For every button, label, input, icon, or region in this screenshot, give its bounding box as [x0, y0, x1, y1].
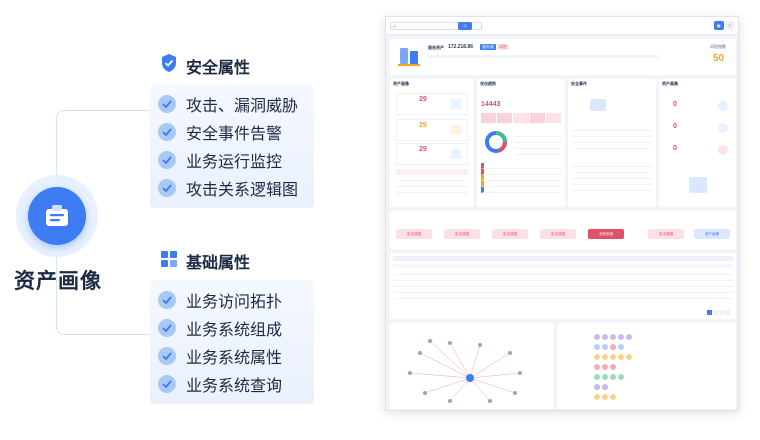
table-rows [393, 269, 733, 299]
toolbar-button[interactable]: ≡ [725, 21, 734, 30]
asset-ip: 172.218.86 [448, 44, 474, 50]
connector-top [56, 110, 150, 176]
event-list [572, 161, 652, 191]
count-value: 29 [419, 96, 427, 103]
flow-node[interactable]: 资产画像 [694, 229, 730, 239]
panel-asset-overview: 资产画像 29 29 29 [390, 79, 474, 207]
asset-meta-row [428, 55, 658, 58]
table-row[interactable] [393, 281, 733, 287]
check-icon [158, 179, 176, 197]
check-icon [158, 319, 176, 337]
list-item: 业务运行监控 [158, 146, 314, 174]
asset-header: 服务资产 172.218.86 服务器 风险 风险指数 50 [390, 39, 736, 75]
server-icon [398, 48, 420, 66]
table-row[interactable] [393, 293, 733, 299]
group-title-label: 基础属性 [186, 255, 251, 272]
hub-title: 资产画像 [14, 270, 102, 293]
panel-attack-trend: 攻击趋势 14443 [477, 79, 565, 207]
flow-node[interactable]: 攻击链路 [396, 229, 432, 239]
score-label: 风险指数 [710, 44, 726, 49]
list-item: 安全事件告警 [158, 118, 314, 146]
grid-icon [160, 250, 178, 273]
count-value: 29 [419, 122, 427, 129]
table-row[interactable] [393, 287, 733, 293]
asset-tag: 服务器 [480, 44, 496, 50]
table-row[interactable] [393, 269, 733, 275]
topology-panel [390, 323, 554, 409]
dashboard-screenshot: IP Q ▣ ≡ 服务资产 172.218.86 服务器 风险 风险指数 50 … [385, 16, 739, 411]
monitor-icon [689, 177, 707, 193]
panel-security-events: 安全事件 [568, 79, 656, 207]
system-composition-panel [557, 323, 736, 409]
check-icon [158, 347, 176, 365]
device-icon [590, 99, 606, 111]
topology-graph [408, 339, 522, 403]
flow-node[interactable]: 攻击链路 [492, 229, 528, 239]
connector-bottom [56, 257, 150, 335]
attack-count: 14443 [481, 101, 501, 108]
count-value: 0 [673, 101, 677, 108]
list-item-label: 安全事件告警 [186, 126, 283, 143]
donut-chart [485, 131, 508, 153]
pagination[interactable] [707, 310, 730, 315]
panel-title: 攻击趋势 [480, 81, 496, 86]
list-item: 业务系统组成 [158, 314, 314, 342]
risk-score: 50 [712, 53, 724, 64]
check-icon [158, 375, 176, 393]
toolbar-button[interactable]: ▣ [713, 21, 724, 30]
list-item-label: 攻击关系逻辑图 [186, 182, 299, 199]
list-item: 业务访问拓扑 [158, 286, 314, 314]
list-item: 攻击关系逻辑图 [158, 174, 314, 202]
legend-list [515, 131, 561, 155]
flow-node[interactable]: 攻击链路 [540, 229, 576, 239]
attack-type-bars [481, 113, 562, 123]
event-list [396, 169, 468, 193]
asset-profile-hub [16, 175, 98, 257]
basic-attribute-list: 业务访问拓扑 业务系统组成 业务系统属性 业务系统查询 [150, 280, 314, 404]
count-value: 0 [673, 145, 677, 152]
asset-label: 服务资产 [428, 45, 444, 50]
list-item-label: 攻击、漏洞威胁 [186, 98, 299, 115]
flow-node[interactable]: 攻击链路 [648, 229, 684, 239]
top-ip-list [481, 163, 561, 193]
list-item: 攻击、漏洞威胁 [158, 90, 314, 118]
flow-node[interactable]: 攻击链路 [444, 229, 480, 239]
panel-title: 资产画像 [393, 81, 409, 86]
list-item-label: 业务系统查询 [186, 378, 283, 395]
asset-tag: 风险 [497, 44, 509, 50]
list-item-label: 业务系统组成 [186, 322, 283, 339]
panel-asset-status: 资产画像 0 0 0 [659, 79, 736, 207]
group-title-basic: 基础属性 [160, 249, 250, 273]
group-title-security: 安全属性 [160, 53, 250, 78]
search-input[interactable]: IP [390, 22, 482, 30]
dashboard-topbar: IP Q ▣ ≡ [386, 17, 738, 35]
panel-title: 资产画像 [662, 81, 678, 86]
check-icon [158, 151, 176, 169]
count-value: 0 [673, 123, 677, 130]
list-item-label: 业务系统属性 [186, 350, 283, 367]
panel-title: 安全事件 [571, 81, 587, 86]
list-item: 业务系统属性 [158, 342, 314, 370]
security-attribute-list: 攻击、漏洞威胁 安全事件告警 业务运行监控 攻击关系逻辑图 [150, 84, 314, 208]
search-button[interactable]: Q [458, 22, 472, 30]
list-item-label: 业务运行监控 [186, 154, 283, 171]
check-icon [158, 95, 176, 113]
check-icon [158, 123, 176, 141]
shield-icon [160, 53, 178, 78]
dot-matrix-chart [594, 334, 632, 400]
flow-node-highlight[interactable]: 业务系统 [588, 229, 624, 239]
asset-table [390, 253, 736, 319]
list-item-label: 业务访问拓扑 [186, 294, 283, 311]
check-icon [158, 291, 176, 309]
asset-card-icon [28, 187, 86, 245]
group-title-label: 安全属性 [186, 59, 251, 77]
event-list [572, 125, 652, 149]
list-item: 业务系统查询 [158, 370, 314, 398]
count-value: 29 [419, 146, 427, 153]
table-row[interactable] [393, 275, 733, 281]
